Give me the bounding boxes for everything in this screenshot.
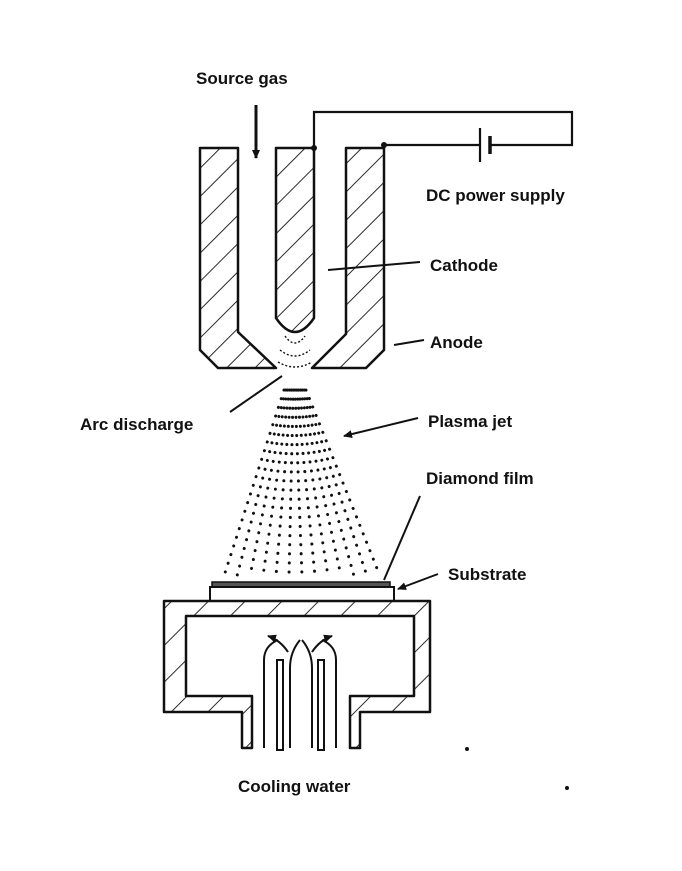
substrate-plate (209, 586, 395, 602)
scan-speck (465, 747, 469, 751)
anode-label: Anode (430, 333, 483, 352)
cathode-body (274, 146, 316, 334)
battery-icon (478, 128, 492, 162)
substrate-holder (162, 599, 432, 750)
dc-power-supply-label: DC power supply (426, 186, 565, 205)
anode-terminal (381, 142, 387, 148)
arc-discharge-shape (277, 335, 313, 368)
anode-body-right (310, 146, 386, 370)
source-gas-label: Source gas (196, 69, 288, 88)
substrate-label: Substrate (448, 565, 526, 584)
leader-lines (229, 261, 439, 590)
cooling-pipes (263, 639, 337, 751)
plasma-jet-cone (222, 388, 382, 578)
cathode-terminal (311, 145, 317, 151)
anode-body (198, 146, 278, 370)
arc-discharge-label: Arc discharge (80, 415, 193, 434)
dc-circuit (312, 110, 574, 148)
cathode-label: Cathode (430, 256, 498, 275)
plasma-jet-label: Plasma jet (428, 412, 512, 431)
coolant-flow-arrows (267, 634, 333, 653)
diamond-film-label: Diamond film (426, 469, 534, 488)
cooling-water-label: Cooling water (238, 777, 351, 796)
scan-speck (565, 786, 569, 790)
